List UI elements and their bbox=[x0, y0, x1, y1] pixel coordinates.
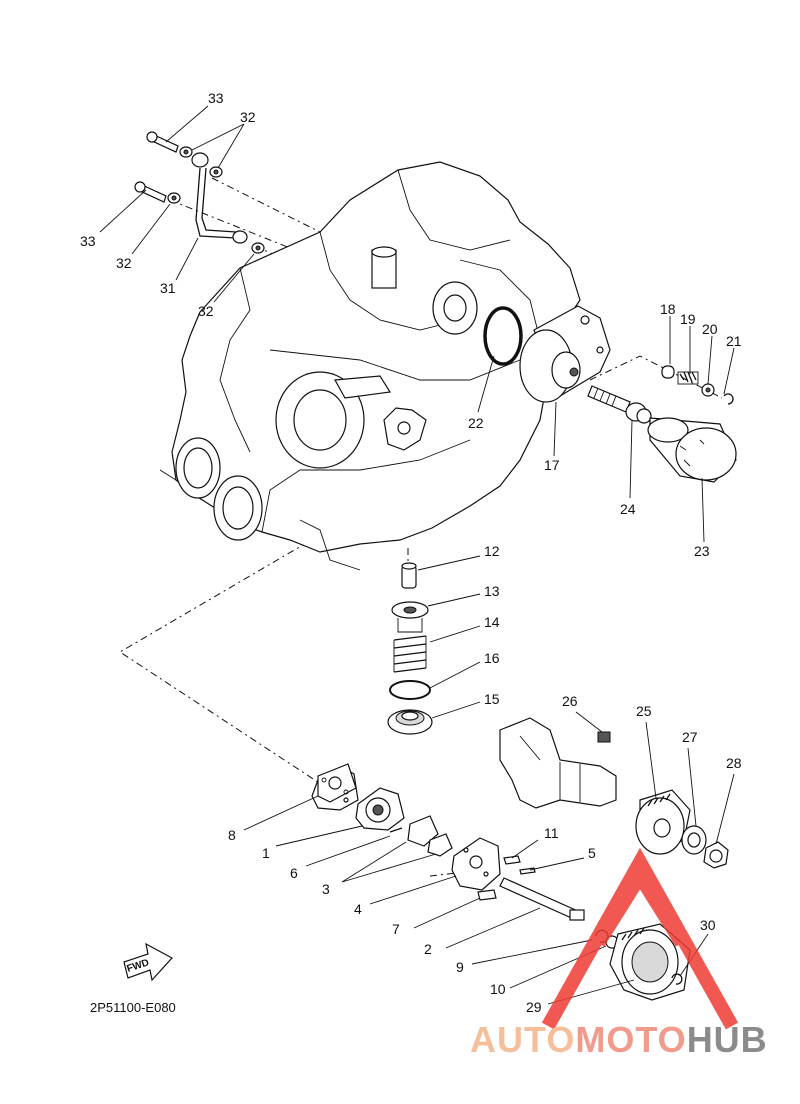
watermark-text: AUTOMOTOHUB bbox=[470, 1019, 768, 1060]
callout-13: 13 bbox=[484, 583, 500, 599]
callout-15: 15 bbox=[484, 691, 500, 707]
watermark-auto: AUTO bbox=[470, 1019, 575, 1060]
crankcase bbox=[159, 161, 581, 571]
callout-16: 16 bbox=[484, 650, 500, 666]
filter-housing-17 bbox=[519, 305, 611, 403]
callout-29: 29 bbox=[526, 999, 542, 1015]
callout-22: 22 bbox=[468, 415, 484, 431]
callout-2: 2 bbox=[424, 941, 432, 957]
callout-26: 26 bbox=[562, 693, 578, 709]
callout-33a: 33 bbox=[208, 90, 224, 106]
callout-31: 31 bbox=[160, 280, 176, 296]
callout-32b: 32 bbox=[116, 255, 132, 271]
oil-filter-23 bbox=[647, 417, 737, 483]
callout-23: 23 bbox=[694, 543, 710, 559]
callout-21: 21 bbox=[726, 333, 742, 349]
callout-7: 7 bbox=[392, 921, 400, 937]
diagram-code: 2P51100-E080 bbox=[90, 1000, 176, 1015]
callout-32a: 32 bbox=[240, 109, 256, 125]
callout-8: 8 bbox=[228, 827, 236, 843]
callout-4: 4 bbox=[354, 901, 362, 917]
check-valve-parts bbox=[661, 365, 734, 405]
oil-pump-parts bbox=[311, 767, 691, 1001]
callout-33b: 33 bbox=[80, 233, 96, 249]
callout-14: 14 bbox=[484, 614, 500, 630]
callout-12: 12 bbox=[484, 543, 500, 559]
shaft-assembly bbox=[499, 717, 729, 869]
callout-1: 1 bbox=[262, 845, 270, 861]
callout-27: 27 bbox=[682, 729, 698, 745]
oil-pipe-assembly bbox=[134, 131, 265, 254]
gasket-8 bbox=[317, 763, 357, 803]
callout-24: 24 bbox=[620, 501, 636, 517]
callout-9: 9 bbox=[456, 959, 464, 975]
leader-lines bbox=[99, 105, 735, 1005]
fwd-arrow: FWD bbox=[123, 942, 173, 982]
strainer-stack bbox=[387, 562, 433, 735]
callout-11: 11 bbox=[544, 825, 559, 841]
callout-32c: 32 bbox=[198, 303, 214, 319]
union-bolt-24 bbox=[587, 385, 652, 424]
callout-6: 6 bbox=[290, 865, 298, 881]
callout-30: 30 bbox=[700, 917, 716, 933]
callout-17: 17 bbox=[544, 457, 560, 473]
callout-3: 3 bbox=[322, 881, 330, 897]
callout-25: 25 bbox=[636, 703, 652, 719]
callout-labels: 33 32 33 32 31 32 22 17 18 19 20 21 24 2… bbox=[80, 90, 742, 1015]
watermark: AUTOMOTOHUB bbox=[470, 847, 768, 1060]
watermark-triangle bbox=[541, 847, 739, 1030]
callout-5: 5 bbox=[588, 845, 596, 861]
callout-20: 20 bbox=[702, 321, 718, 337]
watermark-hub: HUB bbox=[687, 1019, 768, 1060]
watermark-moto: MOTO bbox=[575, 1019, 686, 1060]
callout-10: 10 bbox=[490, 981, 506, 997]
o-ring-22 bbox=[483, 306, 523, 366]
callout-18: 18 bbox=[660, 301, 676, 317]
callout-19: 19 bbox=[680, 311, 696, 327]
callout-28: 28 bbox=[726, 755, 742, 771]
